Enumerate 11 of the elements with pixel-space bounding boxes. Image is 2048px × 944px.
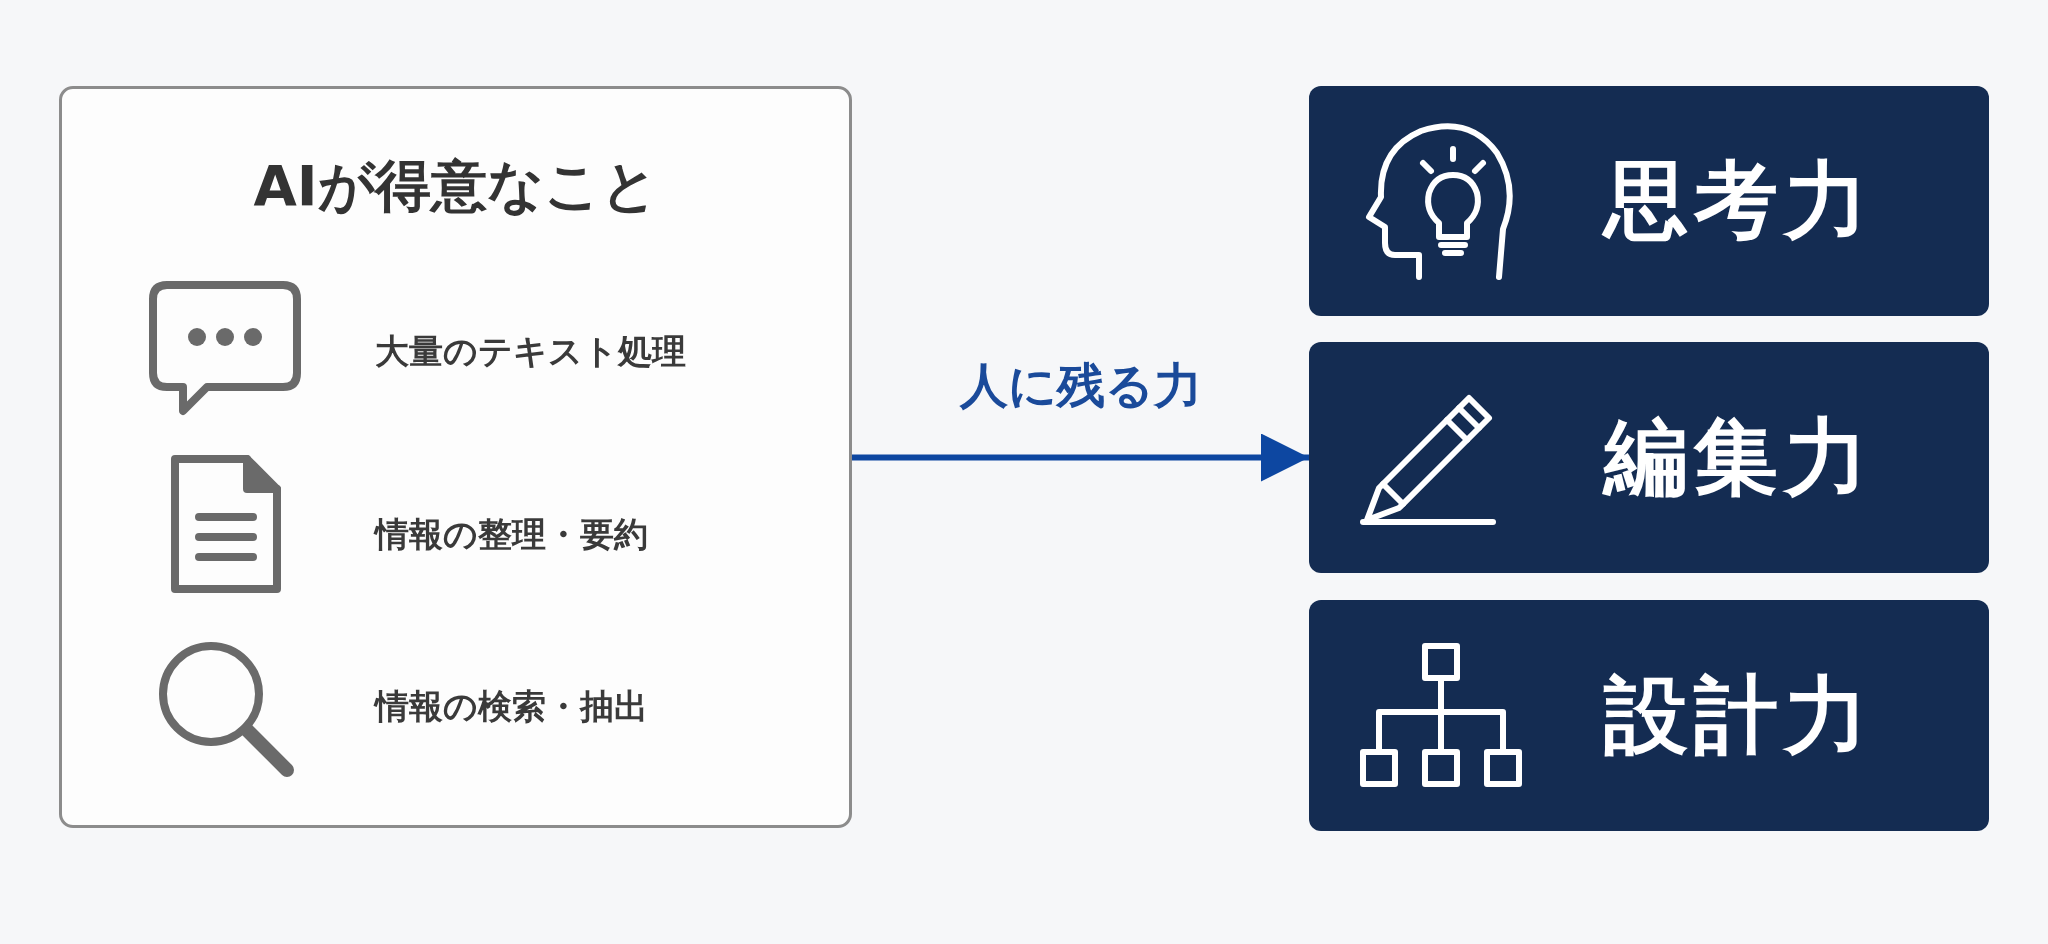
panel <box>59 86 852 828</box>
panel-title: AIが得意なこと <box>253 152 658 220</box>
list-item: 情報の整理・要約 <box>375 513 648 556</box>
list-item: 大量のテキスト処理 <box>375 330 686 373</box>
skill-box <box>1309 600 1989 831</box>
skill-label: 編集力 <box>1604 406 1874 508</box>
arrow <box>852 433 1309 482</box>
list-item: 情報の検索・抽出 <box>375 685 648 728</box>
skill-label: 設計力 <box>1604 664 1874 766</box>
skill-box <box>1309 342 1989 573</box>
skill-box <box>1309 86 1989 316</box>
